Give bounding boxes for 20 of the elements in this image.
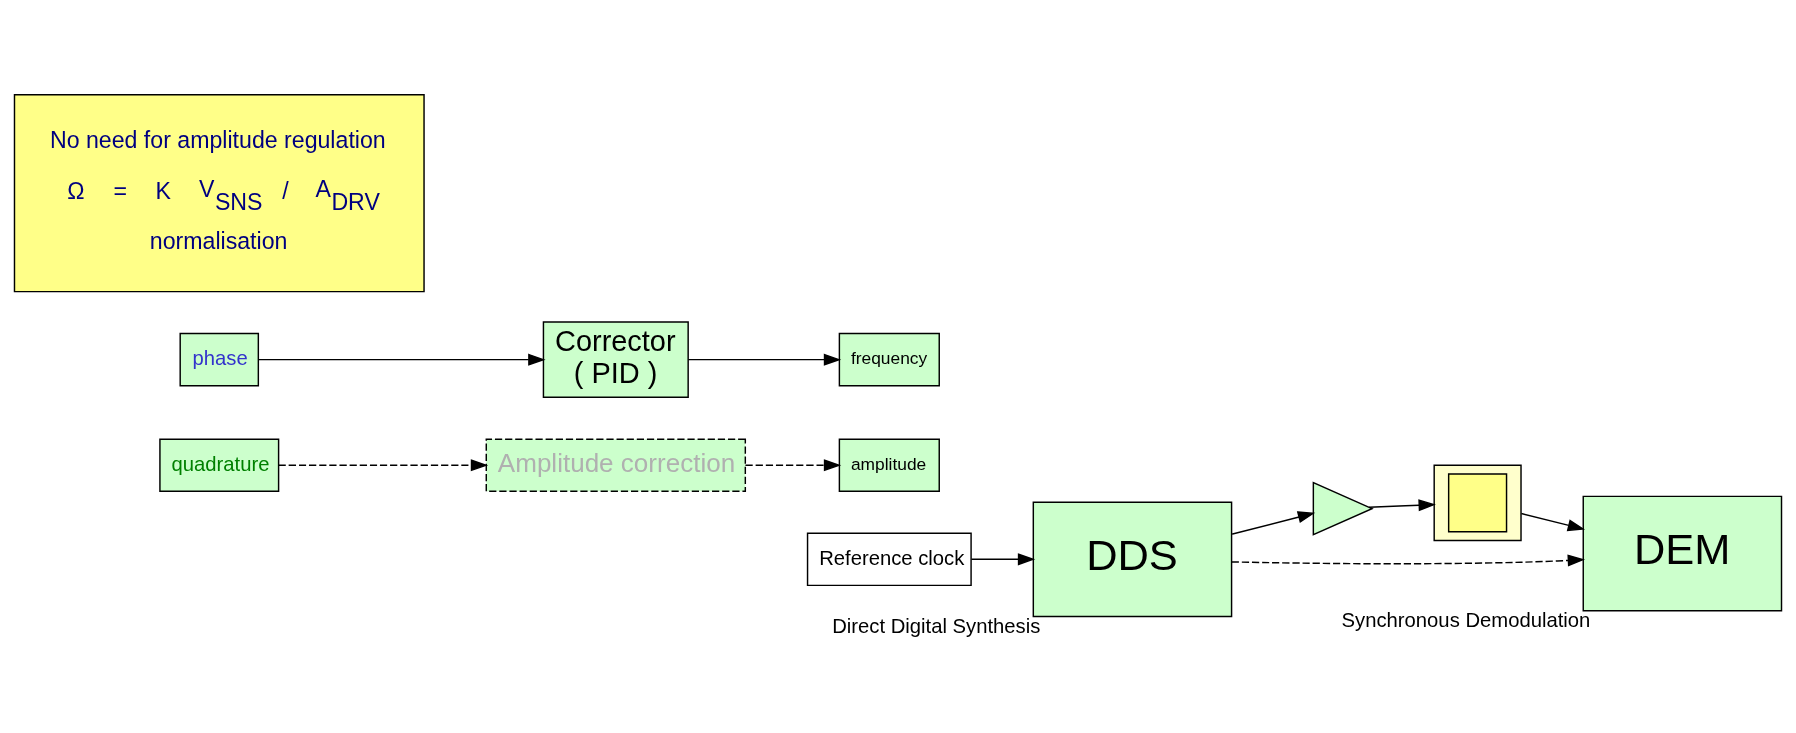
arrow xyxy=(1231,554,1586,567)
node-triangle xyxy=(1312,481,1374,536)
node-picture xyxy=(1433,464,1522,542)
arrow xyxy=(1368,499,1436,512)
arrow xyxy=(744,459,842,472)
node-box: Amplitude correction xyxy=(485,438,747,493)
node-box: Corrector ( PID ) xyxy=(542,321,689,398)
arrow xyxy=(257,353,546,366)
arrow xyxy=(970,553,1036,566)
node-box: DDS xyxy=(1032,501,1233,618)
node-box: Reference clock xyxy=(806,532,972,587)
arrow xyxy=(278,459,489,472)
arrow xyxy=(687,353,842,366)
arrow xyxy=(1520,512,1586,532)
arrow xyxy=(1231,511,1316,535)
node-box: frequency xyxy=(838,332,940,387)
node-box: quadrature xyxy=(159,438,280,493)
node-box: phase xyxy=(179,332,260,387)
node-box: DEM xyxy=(1582,495,1783,612)
node-box: amplitude xyxy=(838,438,940,493)
